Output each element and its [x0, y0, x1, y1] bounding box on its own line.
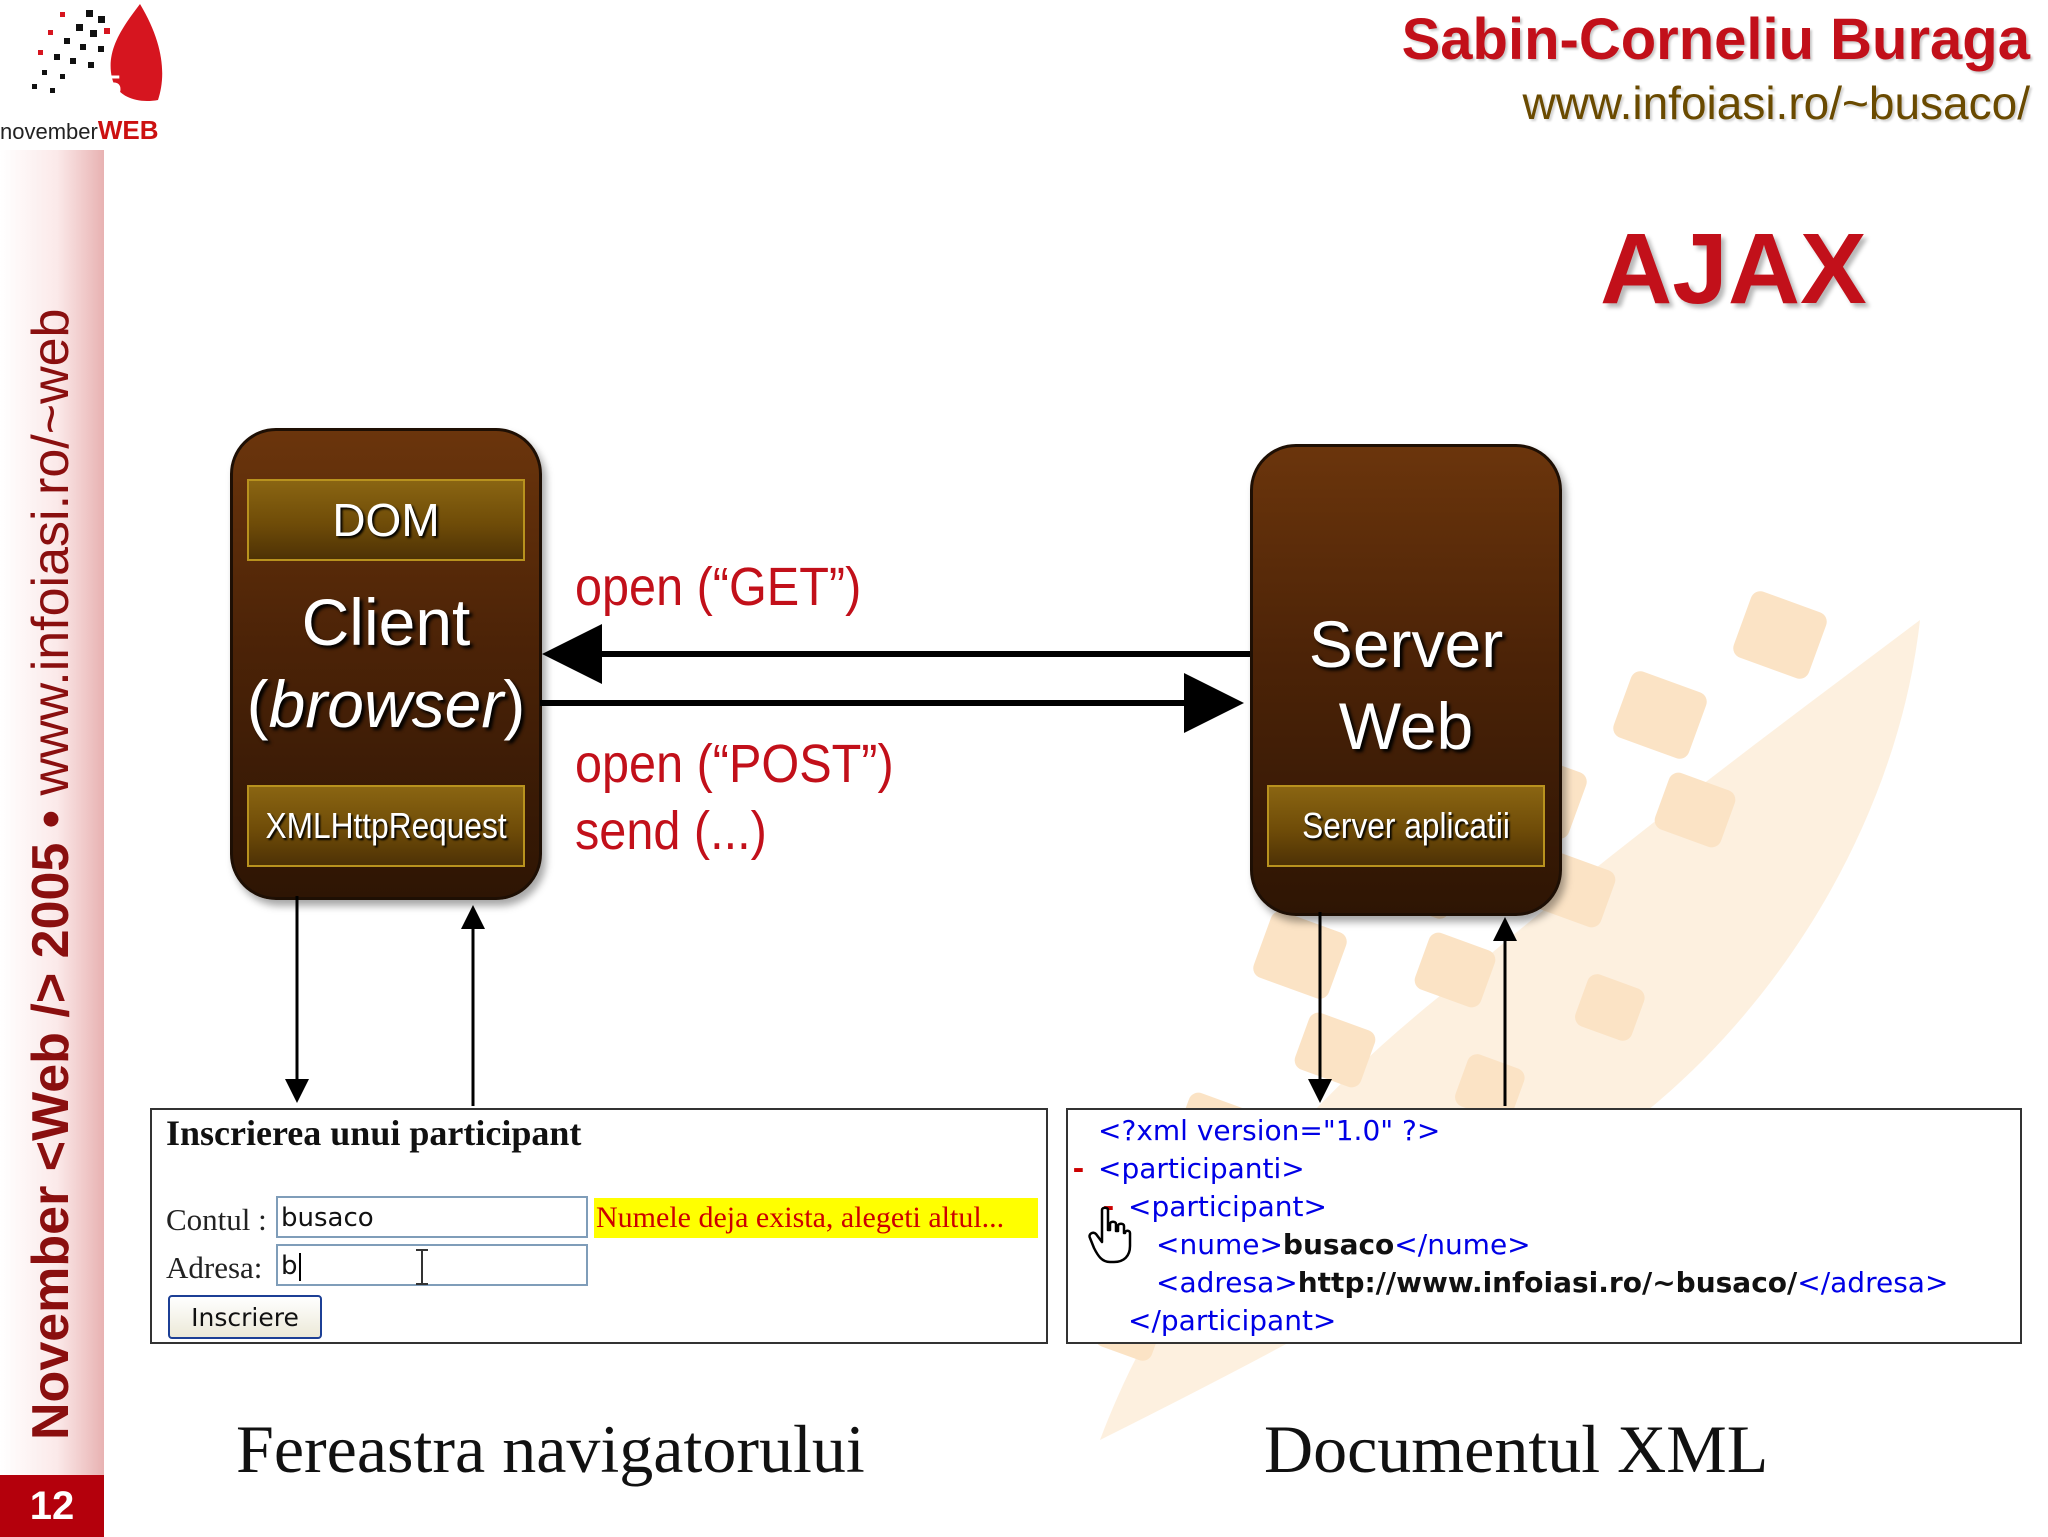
- dom-label: DOM: [332, 494, 440, 546]
- xhr-label: XMLHttpRequest: [265, 805, 507, 846]
- slide-title: AJAX: [1600, 213, 1867, 325]
- error-message: Numele deja exista, alegeti altul...: [594, 1198, 1038, 1238]
- xml-document-caption: Documentul XML: [1264, 1411, 1769, 1487]
- xml-name-close: </nume>: [1394, 1228, 1531, 1261]
- xml-participant-close-tag: </participant>: [1128, 1304, 1337, 1337]
- logo-wordmark: novemberWEB: [0, 115, 159, 146]
- register-button[interactable]: Inscriere: [168, 1295, 322, 1339]
- account-label: Contul :: [166, 1202, 267, 1237]
- xml-document-panel: <?xml version="1.0" ?> - <participanti> …: [1066, 1108, 2022, 1344]
- xml-address-open: <adresa>: [1156, 1266, 1298, 1299]
- server-title-line2: Web: [1338, 689, 1474, 763]
- server-box: Server Web Server aplicatii: [1250, 444, 1562, 916]
- app-server-label: Server aplicatii: [1302, 805, 1510, 846]
- xml-address-element: <adresa>http://www.infoiasi.ro/~busaco/<…: [1156, 1266, 1948, 1299]
- collapse-root-icon[interactable]: -: [1070, 1152, 1087, 1185]
- address-label: Adresa:: [166, 1250, 263, 1285]
- server-title: Server Web: [1253, 603, 1559, 767]
- browser-window-caption: Fereastra navigatorului: [236, 1411, 865, 1487]
- app-server-bar: Server aplicatii: [1267, 785, 1545, 867]
- client-paren-open: (: [246, 667, 269, 741]
- client-title-line1: Client: [301, 585, 471, 659]
- xml-name-value: busaco: [1282, 1228, 1395, 1261]
- november-web-logo: 05 novemberWEB: [0, 0, 180, 150]
- browser-window-panel: Inscrierea unui participant Contul : bus…: [150, 1108, 1048, 1344]
- client-title-line2: (browser): [233, 663, 539, 745]
- xml-name-element: <nume>busaco</nume>: [1156, 1228, 1531, 1261]
- xml-address-value: http://www.infoiasi.ro/~busaco/: [1297, 1266, 1798, 1299]
- page-number: 12: [0, 1475, 104, 1537]
- text-cursor-caret: [298, 1252, 301, 1281]
- dom-bar: DOM: [247, 479, 525, 561]
- leaf-logo-icon: [32, 4, 163, 102]
- author-homepage: www.infoiasi.ro/~busaco/: [1522, 77, 2030, 129]
- send-call-label: send (...): [575, 801, 767, 861]
- client-title: Client (browser): [233, 581, 539, 745]
- form-heading: Inscrierea unui participant: [166, 1113, 582, 1153]
- ibeam-cursor-icon: [416, 1249, 428, 1285]
- logo-number: 05: [88, 70, 122, 103]
- xml-name-open: <nume>: [1156, 1228, 1283, 1261]
- get-request-label: open (“GET”): [575, 557, 862, 617]
- client-paren-close: ): [503, 667, 526, 741]
- xhr-bar: XMLHttpRequest: [247, 785, 525, 867]
- address-input[interactable]: b: [276, 1244, 588, 1286]
- account-input[interactable]: busaco: [276, 1196, 588, 1238]
- client-browser-word: browser: [268, 667, 504, 741]
- xml-declaration: <?xml version="1.0" ?>: [1098, 1114, 1441, 1147]
- server-title-line1: Server: [1308, 607, 1504, 681]
- xml-participant-open-tag: <participant>: [1128, 1190, 1327, 1223]
- sidebar-band: [0, 150, 104, 1537]
- xml-address-close: </adresa>: [1797, 1266, 1949, 1299]
- address-value: b: [281, 1251, 298, 1281]
- client-box: DOM Client (browser) XMLHttpRequest: [230, 428, 542, 900]
- logo-text-web: WEB: [97, 115, 159, 145]
- logo-text-november: november: [0, 119, 98, 144]
- hand-pointer-icon: [1088, 1206, 1132, 1264]
- post-request-label: open (“POST”): [575, 734, 894, 794]
- author-name: Sabin-Corneliu Buraga: [1401, 7, 2030, 72]
- xml-root-open-tag: <participanti>: [1098, 1152, 1305, 1185]
